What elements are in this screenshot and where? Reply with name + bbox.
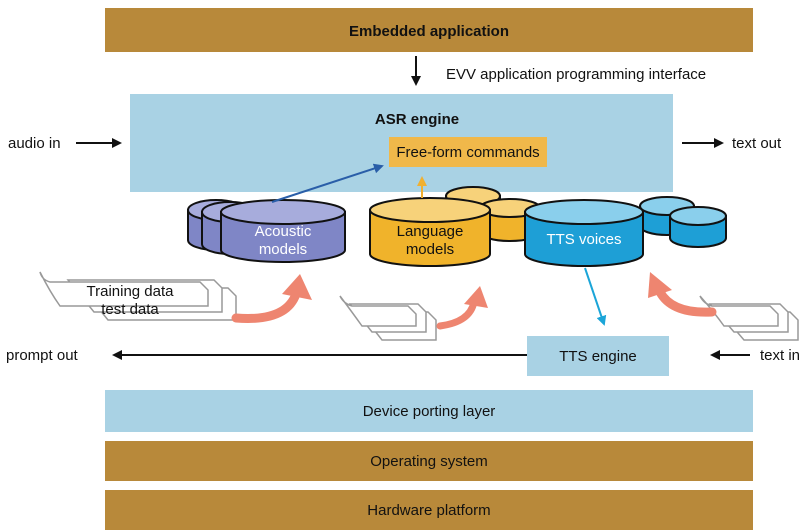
tts-front-cylinder [524,199,644,267]
operating-system-bar [105,441,753,481]
hardware-platform-bar [105,490,753,530]
tts-engine-box [527,336,669,376]
language-front-cylinder [369,197,491,267]
tts-back-cylinder-2 [669,206,727,248]
free-form-commands-box [389,137,547,167]
device-porting-layer-label: Device porting layer [363,403,496,420]
language-models-stack: Language models [369,186,541,267]
acoustic-to-commands-arrow [271,163,384,203]
docs-to-language-arrow [436,286,488,330]
tts-voices-to-engine-arrow [584,267,607,326]
language-models-label-line1: Language [397,223,464,240]
device-porting-layer-bar [105,390,753,432]
audio-in-label: audio in [8,135,61,152]
text-in-label: text in [760,347,800,364]
training-data-label-line2: test data [101,301,159,318]
api-label: EVV application programming interface [446,66,706,83]
acoustic-front-cylinder [220,199,346,263]
training-to-acoustic-arrow [231,274,312,323]
acoustic-models-label-line2: models [259,241,307,258]
language-models-label-line2: models [406,241,454,258]
operating-system-label: Operating system [370,453,488,470]
hardware-platform-label: Hardware platform [367,502,490,519]
embedded-application-bar [105,8,753,52]
training-data-label-line1: Training data [87,283,175,300]
acoustic-models-stack: Acoustic models [187,199,346,263]
language-data-documents [339,295,437,341]
asr-engine-label: ASR engine [375,111,459,128]
free-form-commands-label: Free-form commands [396,144,539,161]
embedded-application-label: Embedded application [349,23,509,40]
tts-data-documents [699,295,799,341]
acoustic-models-label-line1: Acoustic [255,223,312,240]
training-data-documents: Training data test data [39,271,237,321]
tts-engine-label: TTS engine [559,348,637,365]
text-out-label: text out [732,135,782,152]
tts-voices-label: TTS voices [546,231,621,248]
tts-voices-stack: TTS voices [524,196,727,267]
docs-to-tts-arrow [648,272,717,317]
prompt-out-label: prompt out [6,347,79,364]
